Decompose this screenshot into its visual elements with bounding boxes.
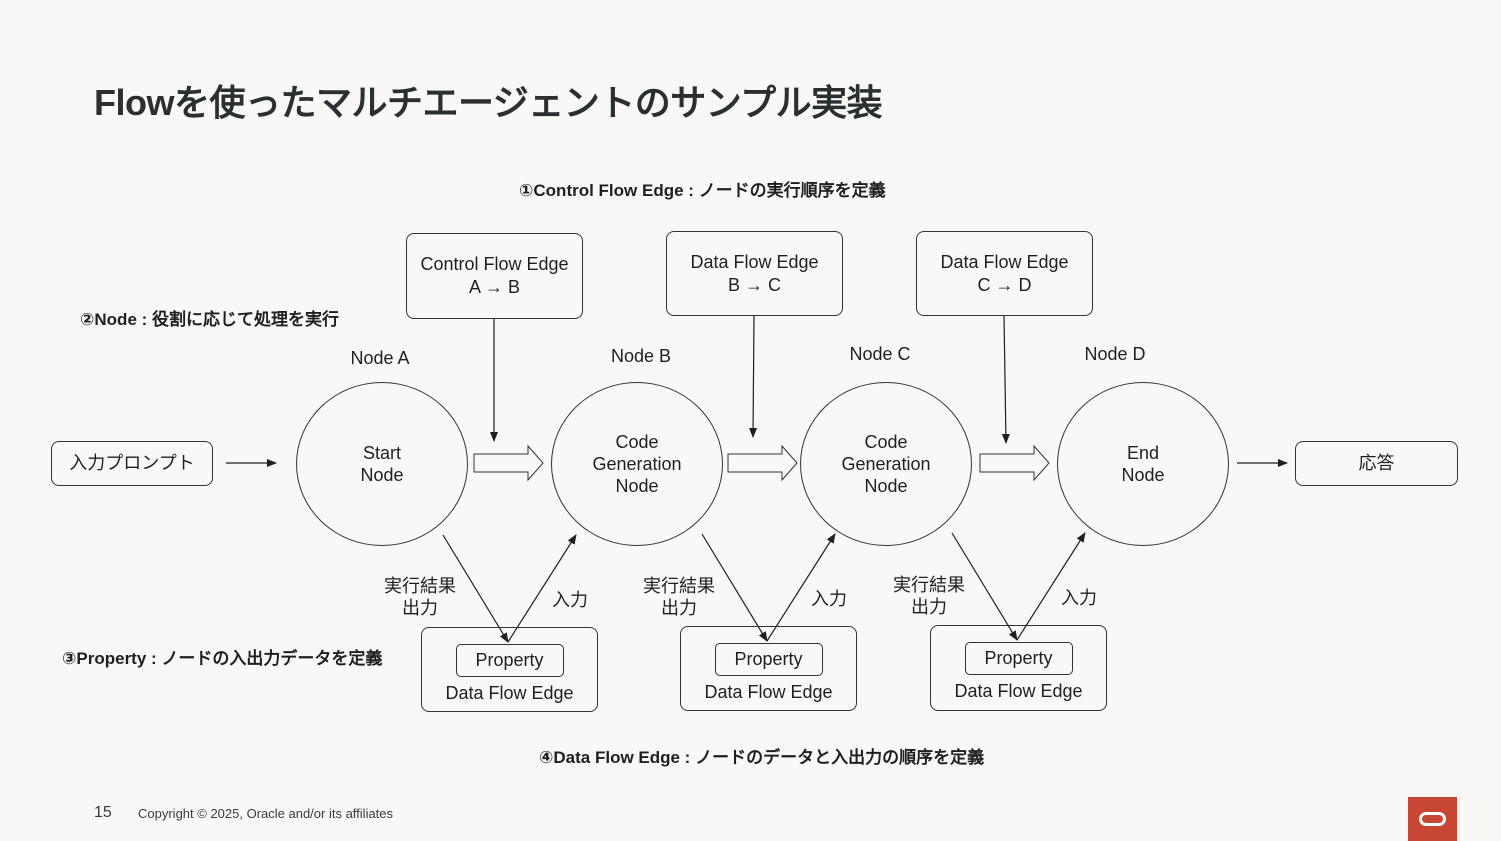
node-a-line1: Start — [362, 443, 401, 463]
page-title: Flowを使ったマルチエージェントのサンプル実装 — [94, 82, 883, 123]
block-arrow-c-d — [979, 444, 1050, 482]
arrow-c-output — [951, 532, 1018, 641]
output-label-a-line1: 実行結果 — [384, 576, 456, 596]
input-prompt-label: 入力プロンプト — [69, 453, 195, 473]
annotation-node: ②Node : 役割に応じて処理を実行 — [80, 310, 340, 329]
edge-ab-line1: Control Flow Edge — [420, 254, 569, 274]
edge-bc-line1: Data Flow Edge — [690, 251, 819, 272]
edge-ab-line2: A → B — [468, 277, 521, 297]
output-label-b: 実行結果 出力 — [640, 575, 718, 619]
node-c-line1: Code — [864, 432, 908, 452]
arrow-b-input — [507, 534, 577, 643]
arrow-b-output — [701, 533, 768, 642]
node-a-label: Node A — [350, 348, 410, 368]
copyright-text: Copyright © 2025, Oracle and/or its affi… — [138, 806, 394, 821]
arrow-d-input — [1016, 532, 1086, 641]
arrow-c-input — [766, 533, 836, 642]
output-label-c: 実行結果 出力 — [890, 574, 968, 618]
node-b-line3: Node — [615, 476, 659, 496]
arrow-edge-bc — [749, 314, 758, 438]
annotation-data-flow: ④Data Flow Edge : ノードのデータと入出力の順序を定義 — [539, 748, 985, 767]
input-label-d: 入力 — [1061, 588, 1097, 608]
node-b-circle: Code Generation Node — [551, 382, 723, 546]
property-inner-3: Property — [964, 642, 1073, 675]
output-label-c-line2: 出力 — [911, 597, 947, 617]
node-c-circle: Code Generation Node — [800, 382, 972, 546]
edge-box-b-c: Data Flow Edge B → C — [666, 231, 843, 316]
node-c-line2: Generation — [841, 454, 931, 474]
edge-bc-line2: B → C — [727, 274, 781, 295]
property-box-2: Property Data Flow Edge — [680, 626, 857, 711]
node-d-circle: End Node — [1057, 382, 1229, 546]
node-d-line2: Node — [1121, 465, 1165, 485]
output-label-a: 実行結果 出力 — [381, 575, 459, 619]
output-label-b-line1: 実行結果 — [643, 576, 715, 596]
annotation-control-flow: ①Control Flow Edge : ノードの実行順序を定義 — [519, 181, 886, 200]
property-inner-2: Property — [714, 643, 823, 676]
property-box-3: Property Data Flow Edge — [930, 625, 1107, 711]
node-b-line2: Generation — [592, 454, 682, 474]
response-label: 応答 — [1358, 453, 1395, 473]
output-label-c-line1: 実行結果 — [893, 575, 965, 595]
arrow-a-output — [442, 534, 509, 643]
data-flow-edge-label-1: Data Flow Edge — [445, 683, 574, 703]
output-label-b-line2: 出力 — [661, 598, 697, 618]
oracle-logo-icon — [1408, 797, 1457, 841]
block-arrow-b-c — [727, 444, 798, 482]
annotation-property: ③Property : ノードの入出力データを定義 — [62, 649, 383, 668]
node-a-circle: Start Node — [296, 382, 468, 546]
node-d-label: Node D — [1084, 344, 1146, 364]
property-box-1: Property Data Flow Edge — [421, 627, 598, 712]
edge-cd-line2: C → D — [977, 274, 1032, 295]
data-flow-edge-label-2: Data Flow Edge — [704, 682, 833, 702]
page-number: 15 — [94, 804, 112, 821]
node-c-line3: Node — [864, 476, 908, 496]
data-flow-edge-label-3: Data Flow Edge — [954, 681, 1083, 701]
node-b-label: Node B — [610, 346, 672, 366]
arrow-edge-cd — [1001, 314, 1010, 444]
edge-cd-line1: Data Flow Edge — [940, 251, 1069, 272]
input-label-c: 入力 — [811, 589, 847, 609]
node-d-line1: End — [1126, 443, 1160, 463]
node-a-line2: Node — [360, 465, 404, 485]
input-prompt-box: 入力プロンプト — [51, 441, 213, 486]
output-label-a-line2: 出力 — [402, 598, 438, 618]
block-arrow-a-b — [473, 444, 544, 482]
edge-box-a-b: Control Flow Edge A → B — [406, 233, 583, 319]
node-b-line1: Code — [615, 432, 659, 452]
property-inner-1: Property — [455, 644, 564, 677]
input-label-b: 入力 — [552, 590, 588, 610]
response-box: 応答 — [1295, 441, 1458, 486]
node-c-label: Node C — [849, 344, 911, 364]
edge-box-c-d: Data Flow Edge C → D — [916, 231, 1093, 316]
